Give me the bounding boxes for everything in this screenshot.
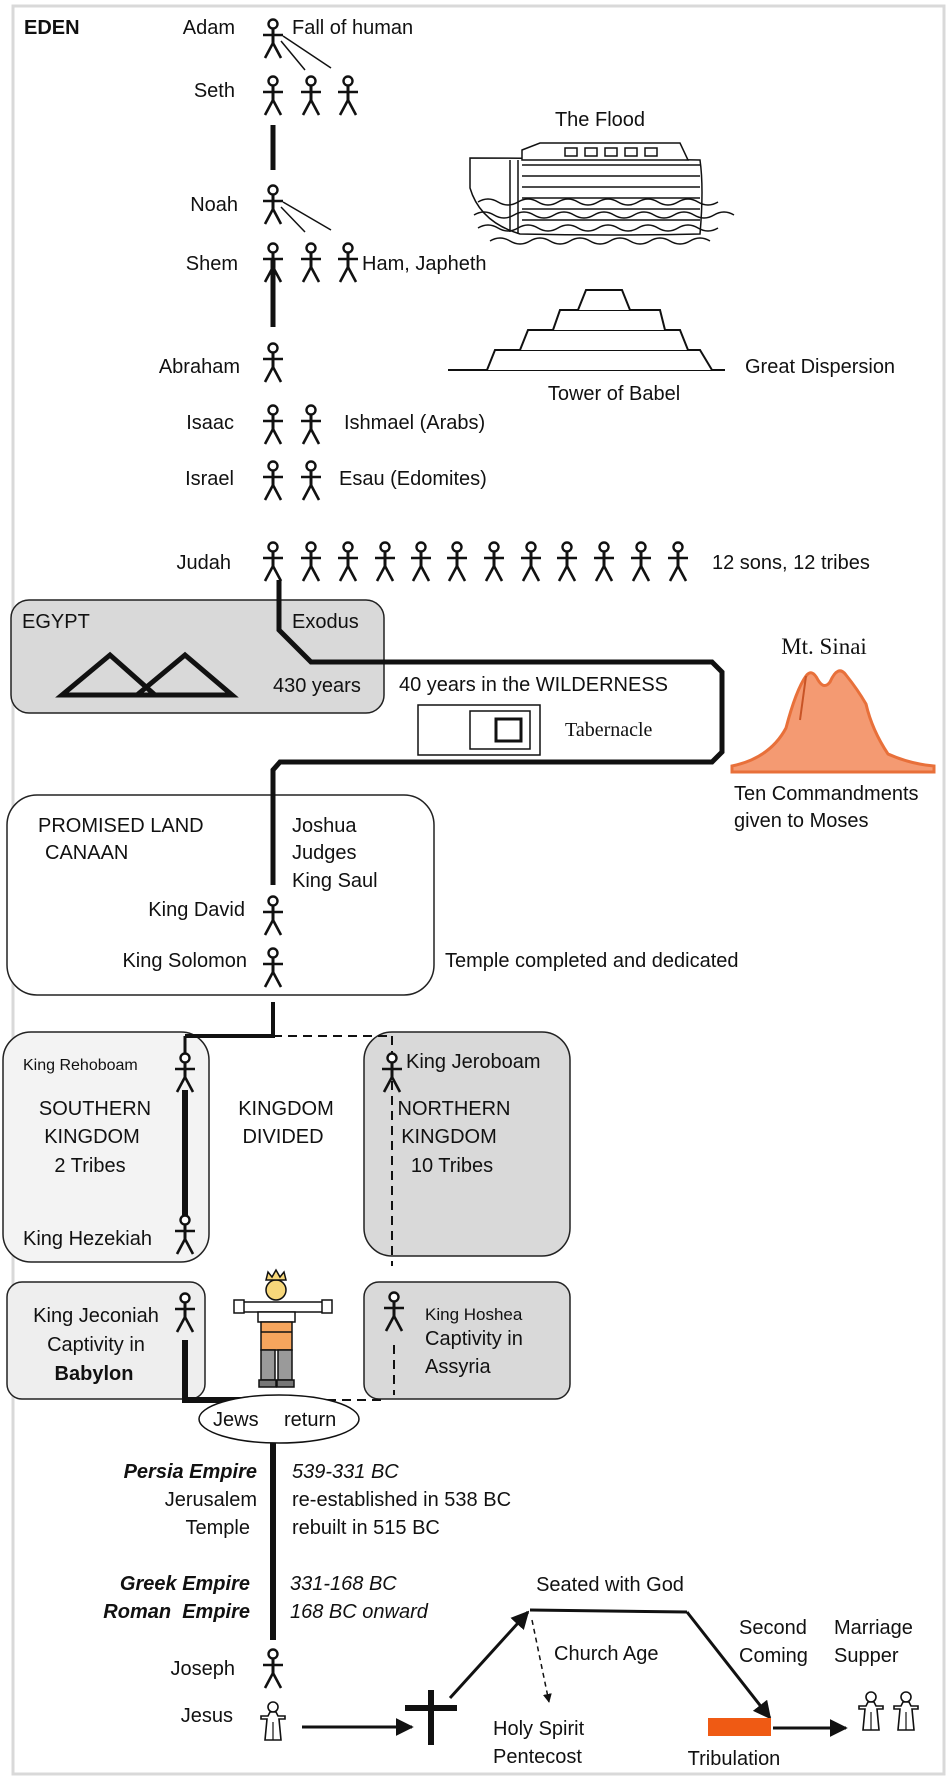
southern-kingdom-box: [2, 1031, 210, 1263]
north-line3: 10 Tribes: [411, 1155, 493, 1177]
twelve-label: 12 sons, 12 tribes: [712, 552, 870, 574]
south-line3: 2 Tribes: [54, 1155, 125, 1177]
exodus-label: Exodus: [292, 611, 359, 633]
jerusalem-label: Jerusalem: [165, 1489, 257, 1511]
greek-dates: 331-168 BC: [290, 1573, 397, 1595]
jews-return-ellipse: [198, 1394, 360, 1444]
marriage-line1: Marriage: [834, 1617, 913, 1639]
mount-sinai-graphic: [730, 669, 936, 774]
second-line1: Second: [739, 1617, 807, 1639]
promised-line1: PROMISED LAND: [38, 815, 204, 837]
flood-label: The Flood: [555, 109, 645, 131]
south-line2: KINGDOM: [44, 1126, 140, 1148]
person-figures: [173, 18, 919, 1741]
tribulation-bar: [708, 1718, 771, 1736]
church-age-label: Church Age: [554, 1643, 659, 1665]
jeconiah-label: King Jeconiah: [33, 1305, 159, 1327]
babylon-label: Babylon: [55, 1363, 134, 1385]
end-times-graphic: [302, 1608, 848, 1745]
tabernacle-label: Tabernacle: [565, 719, 653, 741]
esau-label: Esau (Edomites): [339, 468, 487, 490]
israel-label: Israel: [185, 468, 234, 490]
solomon-label: King Solomon: [122, 950, 247, 972]
north-line2: KINGDOM: [401, 1126, 497, 1148]
statue-graphic: [233, 1268, 333, 1388]
greek-label: Greek Empire: [120, 1573, 250, 1595]
adam-label: Adam: [183, 17, 235, 39]
divided-line2: DIVIDED: [242, 1126, 323, 1148]
egypt-years-label: 430 years: [273, 675, 361, 697]
south-line1: SOUTHERN: [39, 1098, 151, 1120]
sinai-note-line1: Ten Commandments: [734, 783, 919, 805]
return-label: return: [284, 1409, 336, 1431]
babel-label: Tower of Babel: [548, 383, 680, 405]
sinai-note-line2: given to Moses: [734, 810, 869, 832]
david-label: King David: [148, 899, 245, 921]
isaac-label: Isaac: [186, 412, 234, 434]
temple-label: Temple completed and dedicated: [445, 950, 739, 972]
second-line2: Coming: [739, 1645, 808, 1667]
diagram-labels: EDEN Adam Fall of human Seth The Flood N…: [22, 17, 919, 1770]
temple-rebuilt-label: Temple: [186, 1517, 250, 1539]
seth-label: Seth: [194, 80, 235, 102]
egypt-label: EGYPT: [22, 611, 90, 633]
judah-label: Judah: [177, 552, 232, 574]
assyria-label: Assyria: [425, 1356, 491, 1378]
roman-dates: 168 BC onward: [290, 1601, 429, 1623]
promised-line2: CANAAN: [45, 842, 128, 864]
egypt-box: [10, 599, 385, 714]
tribulation-label: Tribulation: [688, 1748, 781, 1770]
ishmael-label: Ishmael (Arabs): [344, 412, 485, 434]
hoshea-label: King Hoshea: [425, 1305, 523, 1324]
pentecost-label: Pentecost: [493, 1746, 582, 1768]
rebuilt-label: rebuilt in 515 BC: [292, 1517, 440, 1539]
joshua-label: Joshua: [292, 815, 357, 837]
joseph-label: Joseph: [171, 1658, 236, 1680]
hezekiah-label: King Hezekiah: [23, 1228, 152, 1250]
noah-label: Noah: [190, 194, 238, 216]
promised-land-box: [6, 794, 435, 996]
shem-label: Shem: [186, 253, 238, 275]
pyramids-graphic: [55, 651, 239, 698]
babylon-box: [6, 1281, 206, 1400]
roman-label: Roman Empire: [103, 1601, 250, 1623]
tower-of-babel-graphic: [448, 289, 725, 371]
ark-graphic: [469, 142, 735, 245]
northern-kingdom-box: [363, 1031, 571, 1257]
wilderness-label: 40 years in the WILDERNESS: [399, 674, 668, 696]
persia-dates: 539-331 BC: [292, 1461, 399, 1483]
persia-label: Persia Empire: [124, 1461, 257, 1483]
fall-label: Fall of human: [292, 17, 413, 39]
holy-spirit-label: Holy Spirit: [493, 1718, 585, 1740]
region-boxes: [2, 599, 571, 1400]
seated-label: Seated with God: [536, 1574, 684, 1596]
jeroboam-label: King Jeroboam: [406, 1051, 541, 1073]
marriage-line2: Supper: [834, 1645, 899, 1667]
babylon-captivity-label: Captivity in: [47, 1334, 145, 1356]
eden-label: EDEN: [24, 17, 80, 39]
sinai-label: Mt. Sinai: [781, 634, 867, 659]
ham-japheth-label: Ham, Japheth: [362, 253, 487, 275]
jesus-label: Jesus: [181, 1705, 233, 1727]
assyria-box: [363, 1281, 571, 1400]
jews-label: Jews: [213, 1409, 259, 1431]
assyria-captivity-label: Captivity in: [425, 1328, 523, 1350]
judges-label: Judges: [292, 842, 357, 864]
tabernacle-graphic: [417, 704, 541, 756]
dispersion-label: Great Dispersion: [745, 356, 895, 378]
rehoboam-label: King Rehoboam: [23, 1057, 138, 1074]
abraham-label: Abraham: [159, 356, 240, 378]
divided-line1: KINGDOM: [238, 1098, 334, 1120]
north-line1: NORTHERN: [398, 1098, 511, 1120]
reestablished-label: re-established in 538 BC: [292, 1489, 511, 1511]
saul-label: King Saul: [292, 870, 378, 892]
